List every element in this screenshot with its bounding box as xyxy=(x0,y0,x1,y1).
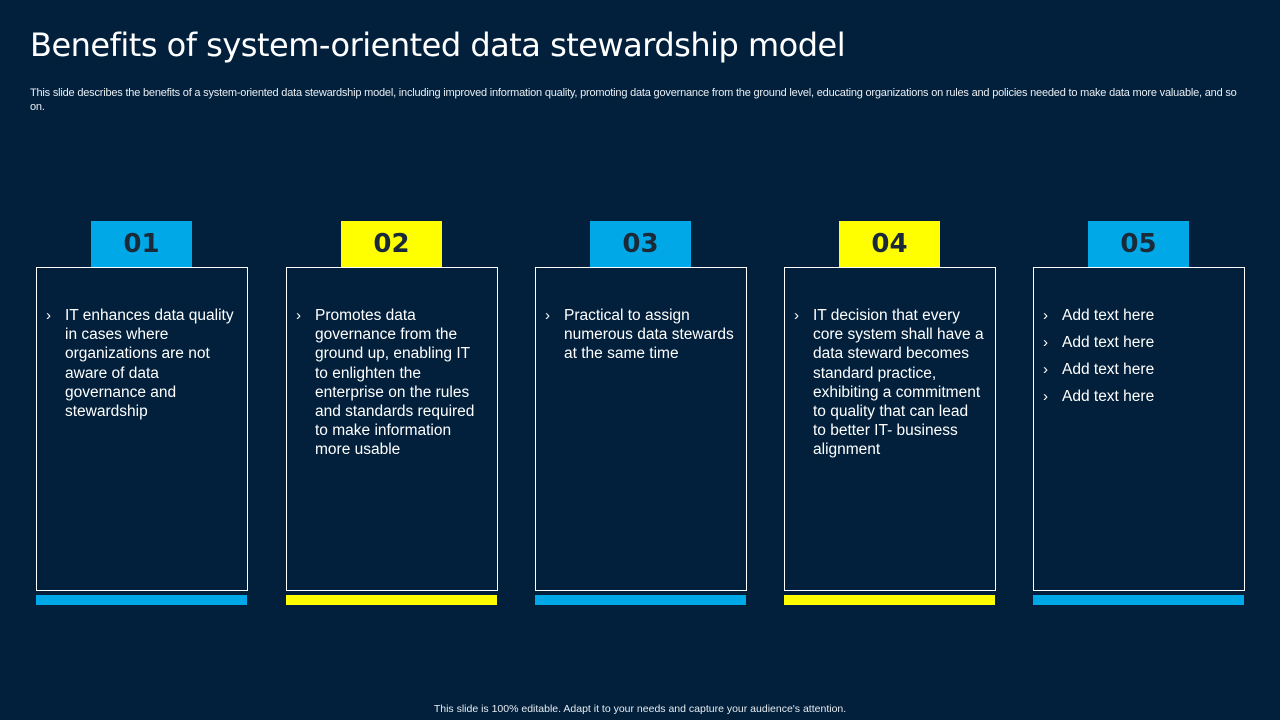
accent-bar xyxy=(535,595,746,605)
card-body: › IT decision that every core system shal… xyxy=(784,267,996,591)
benefit-card-02: 02 › Promotes data governance from the gr… xyxy=(286,221,498,605)
list-item: › IT enhances data quality in cases where… xyxy=(46,306,237,421)
card-body: › Promotes data governance from the groun… xyxy=(286,267,498,591)
list-item: › Promotes data governance from the groun… xyxy=(296,306,487,460)
bullet-text: Add text here xyxy=(1062,307,1155,324)
list-item: › Add text here xyxy=(1043,387,1234,406)
benefit-card-03: 03 › Practical to assign numerous data st… xyxy=(535,221,747,605)
slide-footer: This slide is 100% editable. Adapt it to… xyxy=(433,703,847,715)
chevron-right-icon: › xyxy=(1043,334,1048,351)
benefit-card-05: 05 › Add text here › Add text here › Add te… xyxy=(1033,221,1245,605)
chevron-right-icon: › xyxy=(1043,307,1048,324)
chevron-right-icon: › xyxy=(794,307,799,324)
bullet-list: › Practical to assign numerous data stewa… xyxy=(536,268,746,364)
accent-bar xyxy=(784,595,995,605)
list-item: › Practical to assign numerous data stewa… xyxy=(545,306,736,364)
card-number-tab: 02 xyxy=(341,221,442,267)
chevron-right-icon: › xyxy=(46,307,51,324)
bullet-list: › Promotes data governance from the groun… xyxy=(287,268,497,460)
accent-bar xyxy=(286,595,497,605)
card-body: › Add text here › Add text here › Add text … xyxy=(1033,267,1245,591)
list-item: › IT decision that every core system shal… xyxy=(794,306,985,460)
benefit-card-01: 01 › IT enhances data quality in cases wh… xyxy=(36,221,248,605)
bullet-list: › Add text here › Add text here › Add text … xyxy=(1034,268,1244,406)
bullet-text: IT enhances data quality in cases where … xyxy=(65,307,234,421)
list-item: › Add text here xyxy=(1043,306,1234,325)
slide-title: Benefits of system-oriented data steward… xyxy=(30,26,846,64)
bullet-text: Add text here xyxy=(1062,334,1155,351)
bullet-list: › IT enhances data quality in cases where… xyxy=(37,268,247,421)
bullet-text: IT decision that every core system shall… xyxy=(813,307,984,459)
bullet-list: › IT decision that every core system shal… xyxy=(785,268,995,460)
chevron-right-icon: › xyxy=(545,307,550,324)
card-number-tab: 03 xyxy=(590,221,691,267)
card-number-tab: 01 xyxy=(91,221,192,267)
accent-bar xyxy=(1033,595,1244,605)
list-item: › Add text here xyxy=(1043,333,1234,352)
card-number-tab: 05 xyxy=(1088,221,1189,267)
card-body: › IT enhances data quality in cases where… xyxy=(36,267,248,591)
benefit-card-04: 04 › IT decision that every core system s… xyxy=(784,221,996,605)
list-item: › Add text here xyxy=(1043,360,1234,379)
bullet-text: Practical to assign numerous data stewar… xyxy=(564,307,734,363)
chevron-right-icon: › xyxy=(1043,388,1048,405)
bullet-text: Promotes data governance from the ground… xyxy=(315,307,475,459)
bullet-text: Add text here xyxy=(1062,388,1155,405)
chevron-right-icon: › xyxy=(1043,361,1048,378)
accent-bar xyxy=(36,595,247,605)
card-body: › Practical to assign numerous data stewa… xyxy=(535,267,747,591)
slide-subtitle: This slide describes the benefits of a s… xyxy=(30,87,1237,113)
bullet-text: Add text here xyxy=(1062,361,1155,378)
card-number-tab: 04 xyxy=(839,221,940,267)
chevron-right-icon: › xyxy=(296,307,301,324)
